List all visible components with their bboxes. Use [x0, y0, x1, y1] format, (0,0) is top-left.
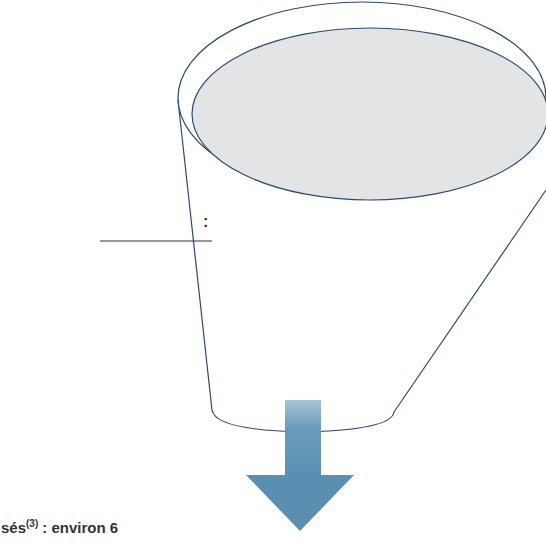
- answer-line: [100, 241, 212, 242]
- field-label: :: [203, 213, 208, 231]
- funnel-side: [394, 190, 546, 412]
- caption-text: sés: [1, 519, 26, 536]
- caption-text: : environ 6: [42, 519, 118, 536]
- funnel-top: [192, 28, 546, 200]
- caption-line: sés(3) : environ 6: [1, 518, 118, 537]
- output-arrow-shaft: [285, 400, 321, 476]
- footnote-ref: (3): [26, 518, 38, 529]
- output-arrow-head: [246, 475, 354, 531]
